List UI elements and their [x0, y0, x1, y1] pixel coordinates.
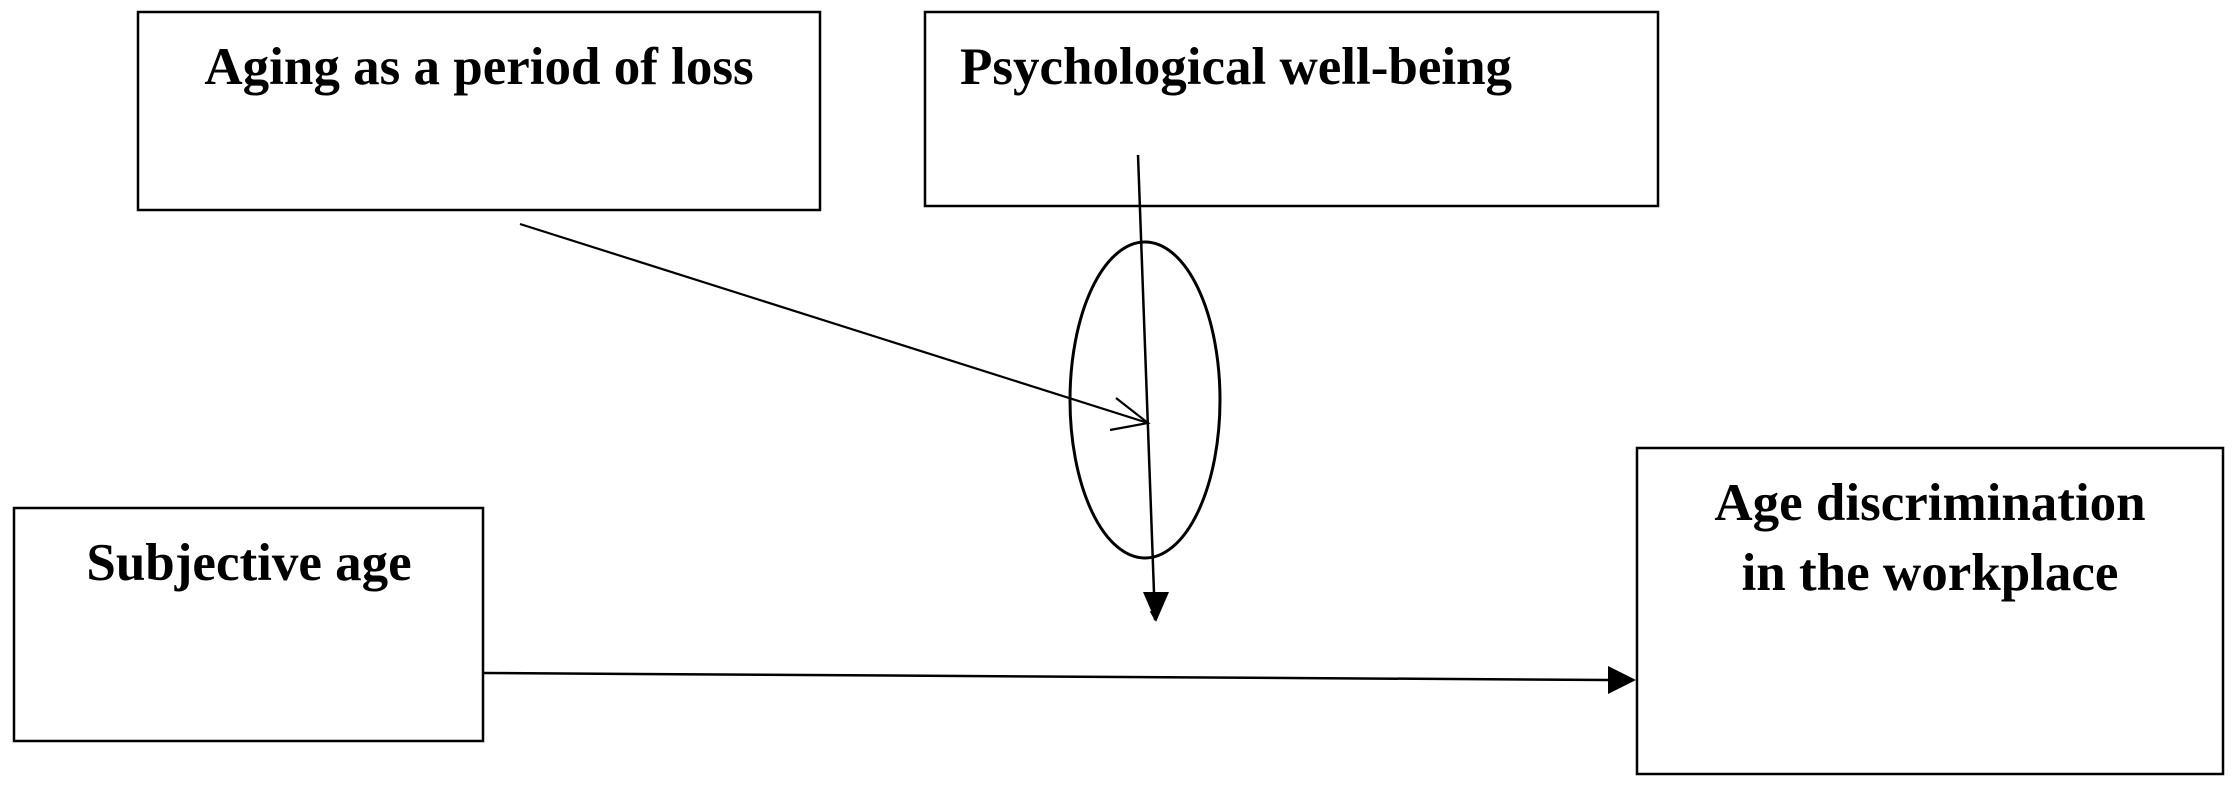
- arrowhead-discrimination: [1608, 666, 1636, 694]
- arrowhead-aging-loss: [1109, 397, 1151, 432]
- arrowhead-well-being: [1143, 592, 1169, 622]
- arrow-well-being-to-path: [1136, 154, 1160, 621]
- box-label-aging-loss: Aging as a period of loss: [204, 38, 753, 96]
- box-subjective-age: Subjective age: [12, 506, 485, 743]
- box-label-age-discrimination-line1: Age discrimination: [1714, 474, 2145, 532]
- box-aging-as-period-of-loss: Aging as a period of loss: [136, 10, 822, 212]
- box-label-subjective-age: Subjective age: [86, 534, 411, 592]
- box-label-age-discrimination-line2: in the workplace: [1742, 544, 2119, 602]
- arrow-aging-loss-to-ellipse: [519, 222, 1149, 425]
- box-psychological-well-being: Psychological well-being: [923, 10, 1660, 208]
- moderation-ellipse: [1068, 240, 1222, 560]
- box-label-well-being: Psychological well-being: [960, 38, 1512, 96]
- arrow-subjective-age-to-discrimination: [483, 671, 1609, 682]
- box-age-discrimination: Age discrimination in the workplace: [1635, 446, 2225, 776]
